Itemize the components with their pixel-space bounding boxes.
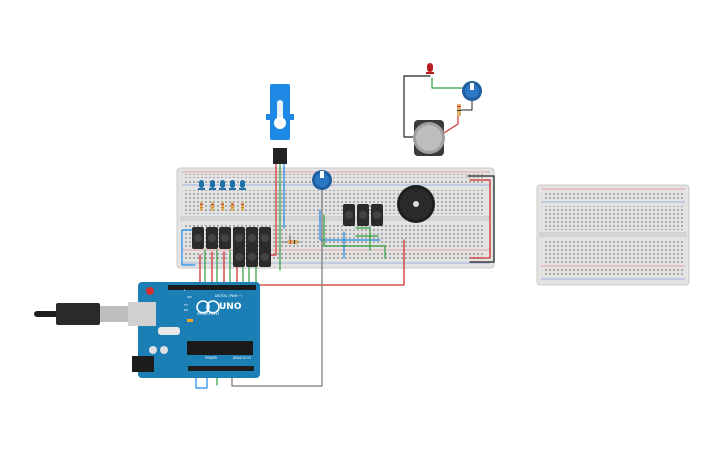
potentiometer-icon[interactable] [312, 170, 332, 190]
resistor-icon [231, 202, 234, 211]
wire-green-top [431, 77, 463, 89]
pushbutton-icon [206, 227, 218, 249]
pushbutton-icon [246, 227, 258, 249]
wire-red-right [469, 179, 491, 259]
servo-motor-icon[interactable] [266, 84, 294, 164]
resistor-icon [221, 202, 224, 211]
resistor-icon[interactable] [288, 240, 298, 244]
pushbutton-icon [343, 204, 355, 226]
led-icon [229, 180, 236, 190]
pushbutton-icon [233, 227, 245, 249]
pushbutton-icon [259, 227, 271, 249]
pushbutton-icon [246, 247, 258, 267]
wire-black-top [403, 75, 431, 138]
led-icon [198, 180, 205, 190]
led-icon [209, 180, 216, 190]
pushbutton-array[interactable] [192, 204, 383, 267]
arduino-uno-board[interactable] [128, 282, 260, 378]
piezo-buzzer-icon[interactable] [397, 185, 435, 223]
wire-black-right [467, 175, 495, 263]
pushbutton-icon [219, 227, 231, 249]
led-icon [219, 180, 226, 190]
pushbutton-icon [357, 204, 369, 226]
second-breadboard[interactable] [536, 184, 690, 286]
top-led-icon[interactable] [426, 63, 434, 74]
led-icon [239, 180, 246, 190]
top-resistor-icon[interactable] [457, 104, 461, 116]
arduino-logo-icon [196, 300, 220, 314]
top-potentiometer-icon[interactable] [462, 81, 482, 101]
led-array[interactable] [198, 180, 246, 211]
resistor-icon [211, 202, 214, 211]
pushbutton-icon [259, 247, 271, 267]
wire-blue-left [181, 229, 196, 266]
resistor-icon [241, 202, 244, 211]
pushbutton-icon [233, 247, 245, 267]
coin-battery-icon[interactable] [413, 120, 445, 156]
pushbutton-icon [192, 227, 204, 249]
pushbutton-icon [371, 204, 383, 226]
resistor-icon [200, 202, 203, 211]
